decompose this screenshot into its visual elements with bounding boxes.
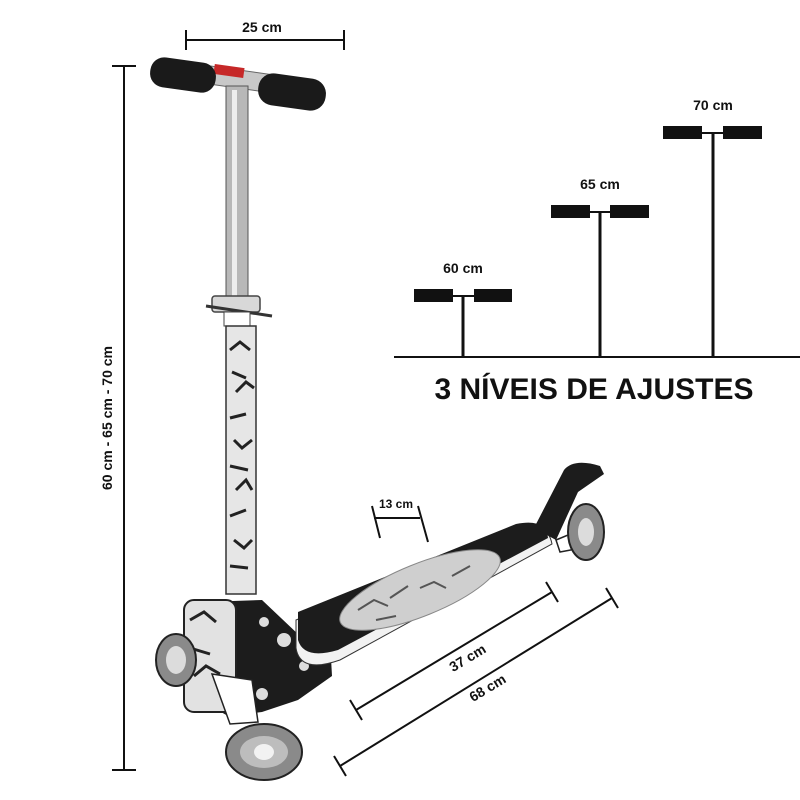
adjust-title: 3 NÍVEIS DE AJUSTES: [435, 372, 754, 406]
left-grip: [150, 57, 216, 93]
right-grip: [258, 73, 326, 111]
level-70-label: 70 cm: [693, 97, 733, 113]
deck-length-label: 37 cm: [446, 641, 488, 675]
patterned-stem: [225, 325, 257, 595]
deck-width-dimension: [371, 505, 429, 543]
rear-fender: [534, 462, 604, 540]
deck-length-dimension: [349, 581, 559, 721]
front-wheel-left: [155, 633, 197, 687]
level-70: 70 cm: [663, 97, 762, 357]
height-range-label: 60 cm - 65 cm - 70 cm: [99, 346, 115, 490]
level-60-label: 60 cm: [443, 260, 483, 276]
scooter-illustration: [150, 57, 605, 781]
deck: [295, 522, 553, 666]
level-65-label: 65 cm: [580, 176, 620, 192]
total-length-dimension: [333, 587, 619, 777]
height-dimension: [112, 65, 136, 771]
level-60: 60 cm: [414, 260, 512, 357]
level-65: 65 cm: [551, 176, 649, 357]
rear-wheel: [567, 503, 605, 561]
adjust-levels-panel: 60 cm 65 cm 70 cm 3 NÍVEIS DE AJUSTES: [394, 97, 800, 406]
deck-width-label: 13 cm: [379, 497, 413, 511]
handle-width-dimension: [185, 30, 345, 50]
handle-width-label: 25 cm: [242, 19, 282, 35]
front-wheel-right: [225, 723, 303, 781]
